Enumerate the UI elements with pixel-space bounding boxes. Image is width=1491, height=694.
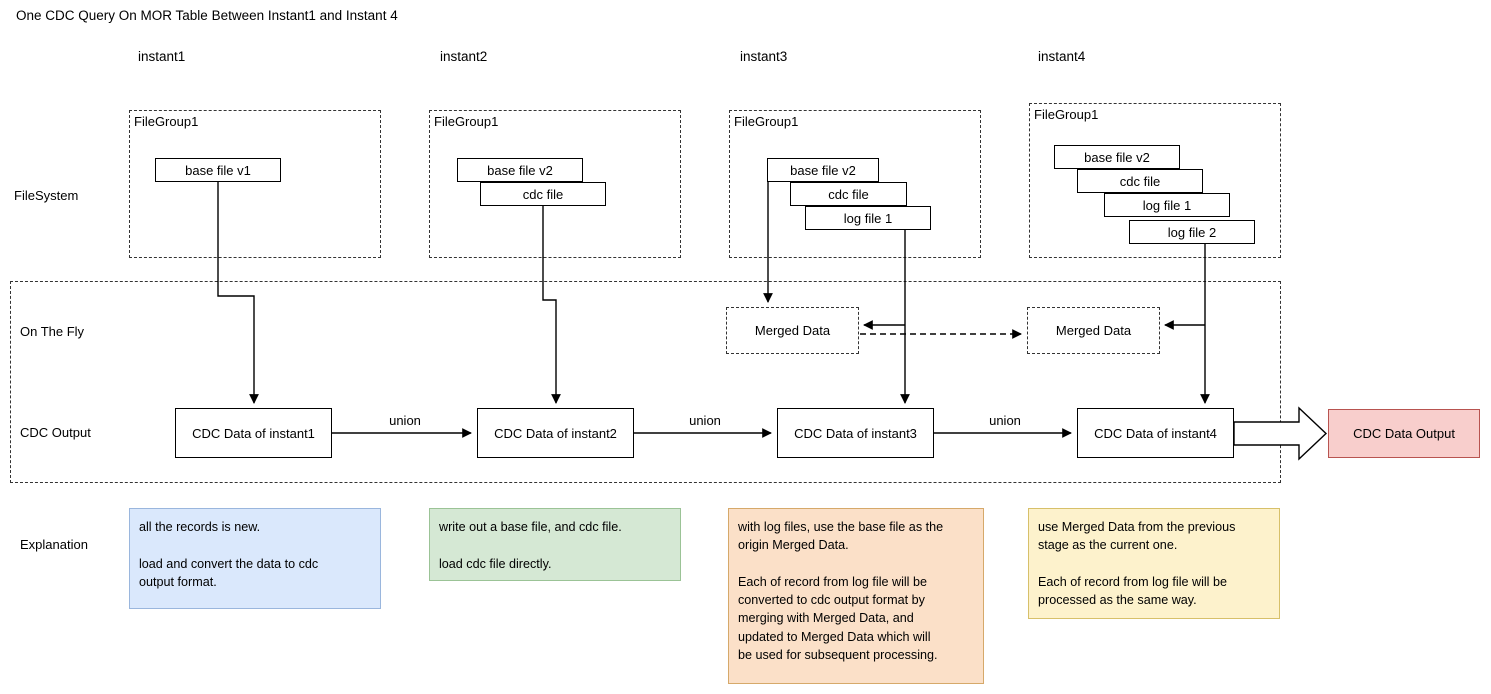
cdc-data-box-instant3[interactable]: CDC Data of instant3 xyxy=(777,408,934,458)
file-box-base-file-v2[interactable]: base file v2 xyxy=(1054,145,1180,169)
merged-data-instant3: Merged Data xyxy=(726,307,859,354)
file-box-base-file-v2[interactable]: base file v2 xyxy=(767,158,879,182)
filegroup-label: FileGroup1 xyxy=(734,114,799,129)
file-box-log-file-1[interactable]: log file 1 xyxy=(1104,193,1230,217)
row-label-on-the-fly: On The Fly xyxy=(20,324,85,339)
cdc-data-box-instant1[interactable]: CDC Data of instant1 xyxy=(175,408,332,458)
file-box-base-file-v1[interactable]: base file v1 xyxy=(155,158,281,182)
filegroup-label: FileGroup1 xyxy=(1034,107,1099,122)
file-box-cdc-file[interactable]: cdc file xyxy=(480,182,606,206)
filegroup-label: FileGroup1 xyxy=(434,114,499,129)
row-label-explanation: Explanation xyxy=(20,537,88,552)
filegroup-instant4: FileGroup1 xyxy=(1029,103,1281,258)
explanation-note-instant3: with log files, use the base file as the… xyxy=(728,508,984,684)
runtime-band xyxy=(10,281,1281,483)
cdc-data-output-box[interactable]: CDC Data Output xyxy=(1328,409,1480,458)
union-label-2: union xyxy=(689,413,721,428)
merged-data-instant4: Merged Data xyxy=(1027,307,1160,354)
row-label-filesystem: FileSystem xyxy=(14,188,79,203)
column-header-instant2: instant2 xyxy=(440,49,488,64)
column-header-instant4: instant4 xyxy=(1038,49,1086,64)
explanation-note-instant4: use Merged Data from the previous stage … xyxy=(1028,508,1280,619)
cdc-data-box-instant4[interactable]: CDC Data of instant4 xyxy=(1077,408,1234,458)
file-box-base-file-v2[interactable]: base file v2 xyxy=(457,158,583,182)
file-box-log-file-1[interactable]: log file 1 xyxy=(805,206,931,230)
filegroup-instant3: FileGroup1 xyxy=(729,110,981,258)
explanation-note-instant1: all the records is new. load and convert… xyxy=(129,508,381,609)
explanation-note-instant2: write out a base file, and cdc file. loa… xyxy=(429,508,681,581)
file-box-cdc-file[interactable]: cdc file xyxy=(790,182,907,206)
filegroup-instant1: FileGroup1 xyxy=(129,110,381,258)
file-box-cdc-file[interactable]: cdc file xyxy=(1077,169,1203,193)
filegroup-label: FileGroup1 xyxy=(134,114,199,129)
file-box-log-file-2[interactable]: log file 2 xyxy=(1129,220,1255,244)
column-header-instant3: instant3 xyxy=(740,49,788,64)
union-label-1: union xyxy=(389,413,421,428)
row-label-cdc-output: CDC Output xyxy=(20,425,91,440)
page-title: One CDC Query On MOR Table Between Insta… xyxy=(16,8,398,23)
column-header-instant1: instant1 xyxy=(138,49,186,64)
cdc-data-box-instant2[interactable]: CDC Data of instant2 xyxy=(477,408,634,458)
union-label-3: union xyxy=(989,413,1021,428)
